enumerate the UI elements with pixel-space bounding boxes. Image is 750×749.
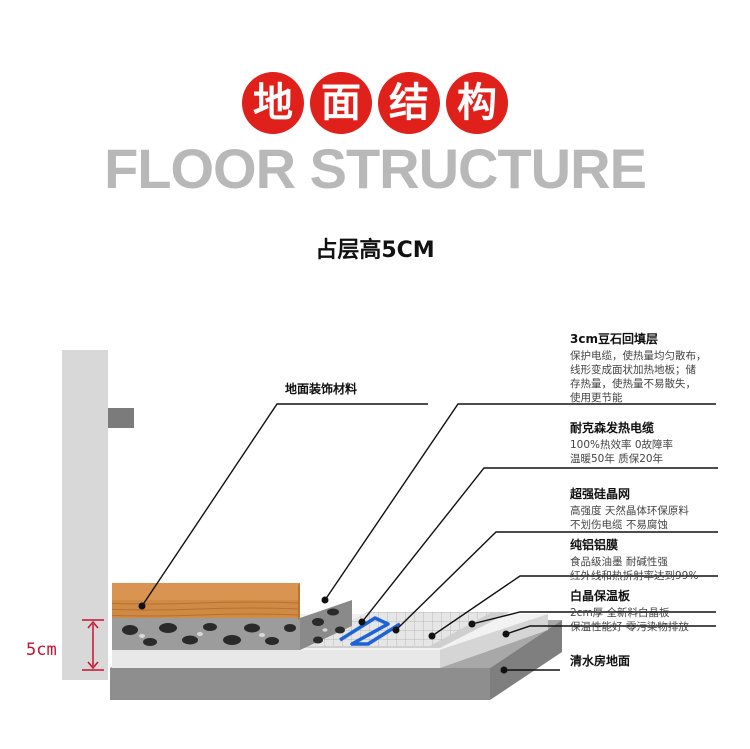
svg-text:纯铝铝膜: 纯铝铝膜 xyxy=(570,537,618,552)
svg-text:存热量，使热量不易散失，: 存热量，使热量不易散失， xyxy=(570,377,696,390)
wood-floor-front xyxy=(112,600,300,618)
wall-beam xyxy=(108,408,134,428)
svg-text:3cm豆石回填层: 3cm豆石回填层 xyxy=(570,331,658,346)
page-title: 地 面 结 构 xyxy=(0,72,750,134)
svg-text:2cm厚 全新料白晶板: 2cm厚 全新料白晶板 xyxy=(570,606,670,619)
svg-text:保温性能好 零污染物排放: 保温性能好 零污染物排放 xyxy=(570,620,689,633)
title-char: 面 xyxy=(310,72,372,134)
insulation-board-side xyxy=(440,614,548,668)
svg-text:红外线和热折射率达到99%: 红外线和热折射率达到99% xyxy=(570,569,698,582)
svg-text:食品级油墨 耐碱性强: 食品级油墨 耐碱性强 xyxy=(570,555,668,568)
dimension-marker xyxy=(82,619,104,671)
concrete-base-side xyxy=(490,620,562,700)
page-subtitle: FLOOR STRUCTURE xyxy=(104,137,647,200)
layer-label-mesh: 超强硅晶网 高强度 天然晶体环保原料 不划伤电缆 不易腐蚀 xyxy=(569,486,689,531)
svg-text:线形变成面状加热地板；储: 线形变成面状加热地板；储 xyxy=(570,363,696,376)
layer-label-concrete: 清水房地面 xyxy=(504,653,630,671)
pebbles xyxy=(122,608,345,646)
svg-text:100%热效率 0故障率: 100%热效率 0故障率 xyxy=(570,438,673,451)
layer-label-pebble: 3cm豆石回填层 保护电缆，使热量均匀散布， 线形变成面状加热地板；储 存热量，… xyxy=(570,331,707,404)
pebble-layer-side xyxy=(300,600,352,650)
wood-floor-top xyxy=(112,583,300,600)
title-char: 构 xyxy=(446,72,508,134)
title-char: 结 xyxy=(378,72,440,134)
svg-text:超强硅晶网: 超强硅晶网 xyxy=(569,486,630,501)
layer-label-cable: 耐克森发热电缆 100%热效率 0故障率 温暖50年 质保20年 xyxy=(570,420,673,465)
svg-text:不划伤电缆 不易腐蚀: 不划伤电缆 不易腐蚀 xyxy=(570,518,668,531)
insulation-board-front xyxy=(112,650,440,668)
svg-text:温暖50年 质保20年: 温暖50年 质保20年 xyxy=(570,452,663,465)
svg-text:清水房地面: 清水房地面 xyxy=(570,653,630,668)
svg-text:高强度 天然晶体环保原料: 高强度 天然晶体环保原料 xyxy=(570,504,689,517)
layer-label-aluminium: 纯铝铝膜 食品级油墨 耐碱性强 红外线和热折射率达到99% xyxy=(570,537,698,582)
dimension-label: 5cm xyxy=(26,640,57,660)
floor-finish-label: 地面装饰材料 xyxy=(285,381,357,396)
svg-text:使用更节能: 使用更节能 xyxy=(570,391,623,404)
leader-lines xyxy=(141,403,718,637)
svg-text:白晶保温板: 白晶保温板 xyxy=(570,588,631,603)
svg-text:耐克森发热电缆: 耐克森发热电缆 xyxy=(570,420,654,435)
wood-floor-side xyxy=(298,583,300,620)
title-char: 地 xyxy=(242,72,304,134)
height-note: 占层高5CM xyxy=(315,238,435,263)
svg-text:保护电缆，使热量均匀散布，: 保护电缆，使热量均匀散布， xyxy=(570,349,707,362)
pebble-layer-front xyxy=(112,618,300,650)
concrete-base-front xyxy=(110,668,490,700)
heating-cable xyxy=(339,616,401,646)
wall xyxy=(62,350,108,680)
layer-label-insulation: 白晶保温板 2cm厚 全新料白晶板 保温性能好 零污染物排放 xyxy=(570,588,689,633)
